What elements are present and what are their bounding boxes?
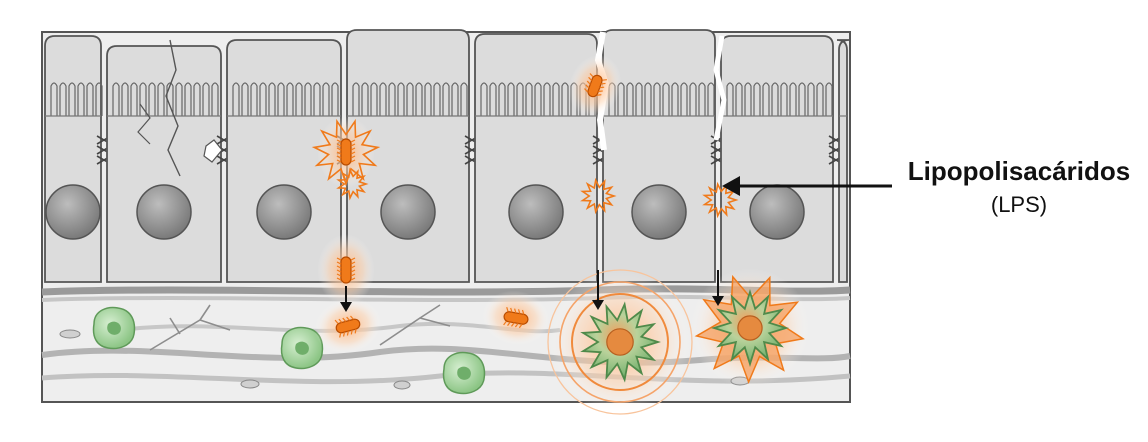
nucleus	[380, 184, 436, 240]
nucleus	[749, 184, 805, 240]
lps-bacteria	[311, 54, 739, 354]
inflammation-ring	[559, 281, 681, 403]
cell-body	[836, 39, 850, 283]
lps-label-subtitle: (LPS)	[990, 192, 1048, 217]
fibroblast	[393, 380, 411, 390]
microvilli	[726, 82, 833, 116]
epithelial-cell	[106, 45, 222, 283]
immune-cells	[92, 306, 486, 395]
lps-bacterium-icon	[311, 116, 381, 188]
nucleus	[45, 184, 101, 240]
microvilli	[232, 82, 339, 116]
epithelial-cell	[836, 39, 850, 283]
arrow-icon	[712, 270, 724, 306]
lps-bacterium-icon	[568, 54, 622, 118]
arrow-icon	[340, 286, 352, 312]
cell-body	[44, 35, 102, 283]
lps-bacterium-icon	[482, 290, 550, 346]
nerve-fiber	[379, 304, 451, 346]
macrophage-nucleus	[737, 315, 763, 341]
lps-bacterium-icon	[317, 234, 375, 306]
nucleus	[256, 184, 312, 240]
epithelial-cell	[226, 39, 342, 283]
translocation-arrows	[340, 176, 892, 312]
macrophage-icon	[710, 288, 790, 368]
lps-burst	[580, 177, 617, 215]
immune-cell-icon	[92, 306, 136, 350]
lps-burst	[336, 167, 369, 201]
fibroblast	[59, 329, 81, 339]
cell-body	[720, 35, 834, 283]
immune-cell-icon	[280, 326, 324, 370]
arrow-icon	[722, 176, 892, 196]
epithelial-cell	[720, 35, 834, 283]
macrophage-icon	[580, 301, 661, 383]
arrow-icon	[592, 270, 604, 310]
epithelial-cell-layer	[44, 29, 850, 283]
epithelial-cell	[346, 29, 470, 283]
inflammation-ring	[571, 293, 669, 391]
epithelial-cell	[474, 33, 598, 283]
nucleus	[136, 184, 192, 240]
microvilli	[50, 82, 103, 116]
collagen-fiber	[41, 370, 851, 385]
cell-body	[226, 39, 342, 283]
cell-body	[602, 29, 716, 283]
nucleus	[508, 184, 564, 240]
microvilli	[352, 82, 468, 116]
nerve-fiber	[149, 304, 231, 351]
cell-body	[106, 45, 222, 283]
epithelial-cell	[602, 29, 716, 283]
lps-label-title: Lipopolisacáridos	[907, 156, 1131, 186]
lps-burst	[311, 118, 381, 187]
activated-macrophages	[547, 268, 810, 415]
epithelial-cell	[44, 35, 103, 283]
macrophage-nucleus	[606, 328, 634, 356]
nucleus	[631, 184, 687, 240]
microvilli	[112, 82, 219, 116]
lps-bacterium-icon	[314, 298, 382, 354]
fibroblast	[240, 379, 260, 389]
immune-cell-icon	[442, 351, 486, 395]
